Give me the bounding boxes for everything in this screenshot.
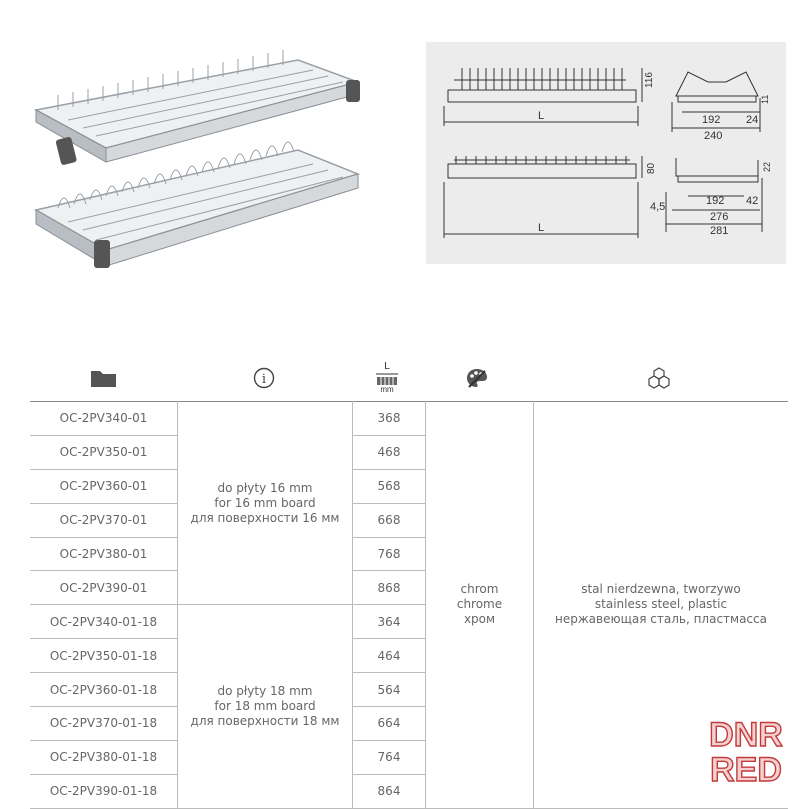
board-18-pl: do płyty 18 mm (217, 684, 313, 699)
bottom-dim-281: 281 (710, 225, 728, 237)
product-code: OC-2PV390-01 (30, 570, 178, 606)
product-code: OC-2PV340-01 (30, 401, 178, 436)
watermark-line1: DNR (709, 716, 783, 754)
length-value: 768 (352, 536, 426, 572)
column-icons: i L mm (30, 356, 790, 400)
palette-icon (423, 356, 530, 400)
product-code: OC-2PV390-01-18 (30, 773, 178, 809)
product-code: OC-2PV370-01 (30, 502, 178, 538)
bottom-rack-section-view (665, 158, 763, 232)
bottom-dim-42: 42 (746, 195, 758, 207)
info-icon: i (177, 356, 351, 400)
top-dim-192: 192 (702, 114, 720, 126)
length-value: 368 (352, 401, 426, 436)
bottom-dim-192: 192 (706, 195, 724, 207)
bottom-dim-4-5: 4,5 (650, 201, 665, 213)
length-value: 564 (352, 672, 426, 708)
finish-en: chrome (456, 597, 503, 612)
material-en: stainless steel, plastic (594, 597, 728, 612)
board-16-pl: do płyty 16 mm (217, 480, 313, 495)
top-rack-section-view (671, 71, 761, 132)
product-photo (28, 40, 368, 280)
board-16-cell: do płyty 16 mm for 16 mm board для повер… (177, 400, 353, 606)
technical-drawing: L 116 11 192 24 240 L 80 (426, 42, 786, 264)
finish-ru: хром (463, 612, 496, 627)
table-row: OC-2PV360-01 568 (30, 468, 788, 504)
top-length-label: L (538, 110, 544, 122)
length-icon-unit: mm (380, 385, 394, 394)
length-value: 868 (352, 570, 426, 606)
watermark-line2: RED (710, 751, 782, 785)
top-dim-24: 24 (746, 114, 758, 126)
board-18-cell: do płyty 18 mm for 18 mm board для повер… (177, 604, 353, 809)
length-value: 764 (352, 739, 426, 775)
length-value: 664 (352, 706, 426, 741)
length-icon-letter: L (384, 361, 390, 372)
top-dim-11: 11 (760, 95, 770, 104)
product-code: OC-2PV360-01 (30, 468, 178, 504)
material-ru: нержавеющая сталь, пластмасса (555, 612, 767, 627)
length-value: 568 (352, 468, 426, 504)
top-height-label: 116 (644, 72, 655, 88)
board-18-en: for 18 mm board (214, 699, 316, 714)
board-16-en: for 16 mm board (214, 495, 316, 510)
top-rack-front-view (443, 68, 643, 126)
product-code: OC-2PV370-01-18 (30, 706, 178, 741)
length-value: 464 (352, 638, 426, 674)
length-value: 668 (352, 502, 426, 538)
bottom-dim-276: 276 (710, 211, 728, 223)
bottom-height-label: 80 (646, 162, 657, 174)
cubes-icon (530, 356, 788, 400)
folder-icon (30, 356, 177, 400)
length-value: 364 (352, 604, 426, 640)
length-value: 468 (352, 434, 426, 470)
board-16-ru: для поверхности 16 мм (190, 510, 340, 525)
upper-rack (33, 50, 361, 165)
table-row: OC-2PV370-01 668 (30, 502, 788, 538)
lower-rack (33, 141, 361, 268)
product-code: OC-2PV360-01-18 (30, 672, 178, 708)
bottom-length-label: L (538, 222, 544, 234)
top-dim-240: 240 (704, 130, 722, 142)
board-18-ru: для поверхности 18 мм (190, 714, 340, 729)
svg-text:i: i (262, 372, 266, 387)
product-code: OC-2PV350-01 (30, 434, 178, 470)
material-cell: stal nierdzewna, tworzywo stainless stee… (533, 401, 788, 809)
material-pl: stal nierdzewna, tworzywo (581, 582, 741, 597)
spec-table: OC-2PV340-01 do płyty 16 mm for 16 mm bo… (30, 400, 788, 809)
finish-pl: chrom (460, 582, 499, 597)
bottom-dim-22: 22 (762, 162, 772, 172)
length-value: 864 (352, 773, 426, 809)
table-row: OC-2PV380-01-18 764 (30, 739, 788, 775)
finish-cell: chrom chrome хром (425, 401, 534, 809)
table-row: OC-2PV350-01 468 (30, 434, 788, 470)
product-code: OC-2PV380-01 (30, 536, 178, 572)
product-code: OC-2PV380-01-18 (30, 739, 178, 775)
length-icon: L mm (351, 356, 423, 400)
table-row: OC-2PV340-01-18 do płyty 18 mm for 18 mm… (30, 604, 788, 809)
bottom-rack-front-view (443, 156, 643, 238)
table-row: OC-2PV340-01 do płyty 16 mm for 16 mm bo… (30, 400, 788, 809)
watermark-logo: DNR RED (704, 713, 788, 789)
table-row: OC-2PV350-01-18 464 (30, 638, 788, 674)
product-code: OC-2PV340-01-18 (30, 604, 178, 640)
product-code: OC-2PV350-01-18 (30, 638, 178, 674)
table-row: OC-2PV390-01 868 (30, 570, 788, 606)
table-row: OC-2PV360-01-18 564 (30, 672, 788, 708)
